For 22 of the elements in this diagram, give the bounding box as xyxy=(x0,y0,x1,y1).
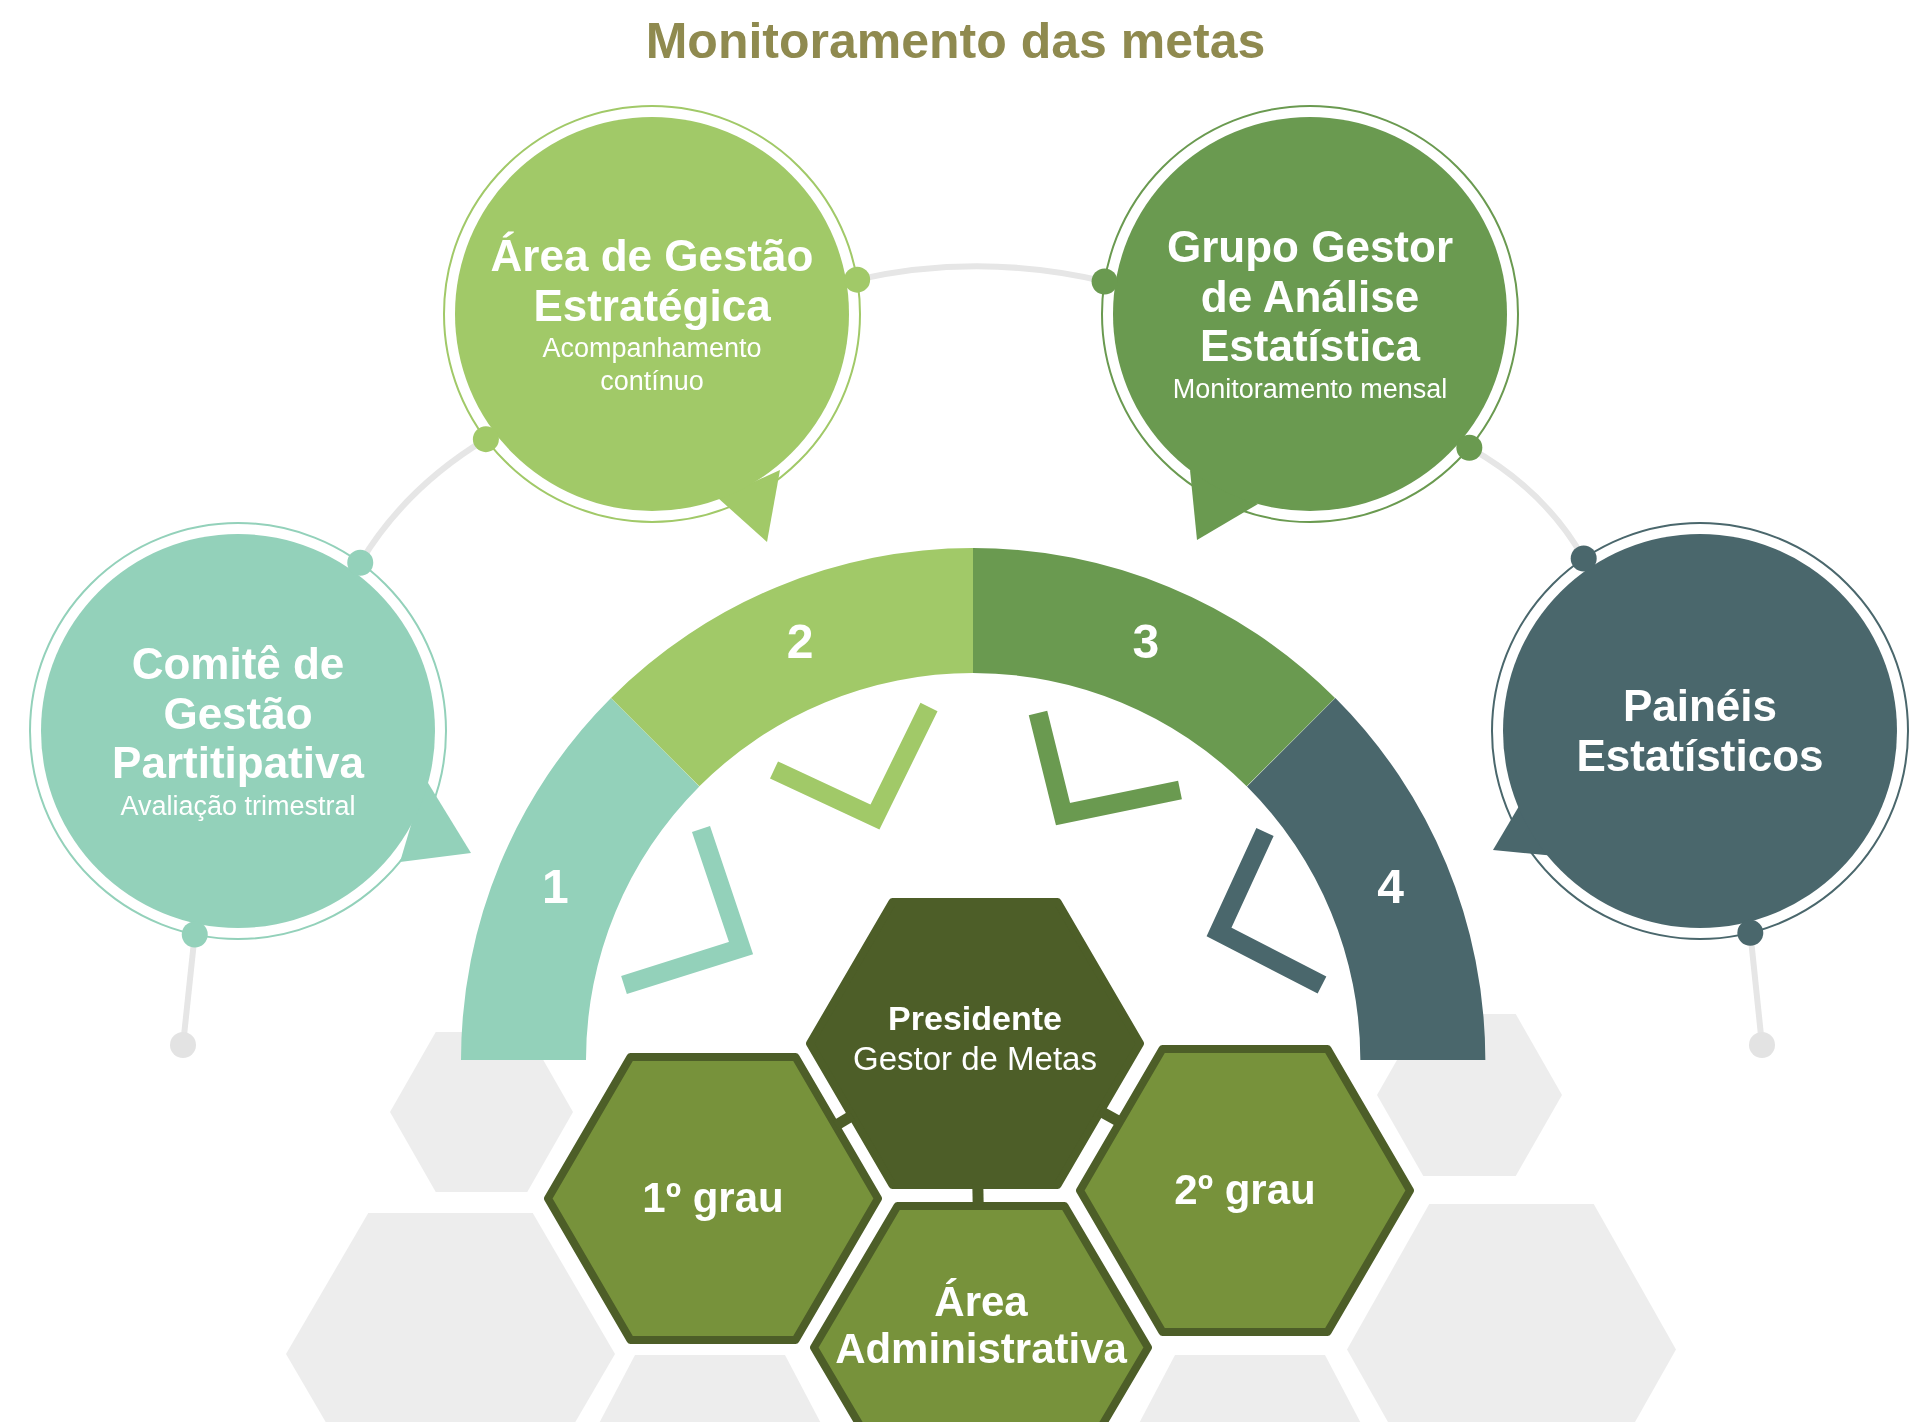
diagram-title: Monitoramento das metas xyxy=(645,14,1266,69)
bubble-subtitle: Avaliação trimestral xyxy=(120,790,356,823)
step-number: 1 xyxy=(542,863,569,911)
connector-line xyxy=(347,426,499,576)
bubble-heading: Painéis Estatísticos xyxy=(1575,681,1825,781)
bubble-heading: Área de Gestão Estratégica xyxy=(489,230,815,331)
step-number: 3 xyxy=(1132,618,1160,667)
hexagon-title: Presidente xyxy=(888,999,1062,1038)
bubble-subtitle: Monitoramento mensal xyxy=(1172,373,1448,406)
connector-line xyxy=(1456,434,1597,572)
hexagon-title: Área Administrativa xyxy=(834,1277,1128,1373)
connector-line xyxy=(1737,919,1775,1058)
connector-line xyxy=(170,921,208,1058)
bubble-heading: Grupo Gestor de Análise Estatística xyxy=(1166,222,1454,372)
bubble-subtitle: Acompanhamento contínuo xyxy=(541,332,763,398)
bubble-heading: Comitê de Gestão Partitipativa xyxy=(111,639,366,789)
hexagon-title: 2º grau xyxy=(1174,1166,1316,1214)
hexagon-title: 1º grau xyxy=(642,1174,784,1222)
step-number: 4 xyxy=(1377,863,1404,911)
hexagon-subtitle: Gestor de Metas xyxy=(853,1039,1097,1079)
connector-line xyxy=(844,263,1118,295)
step-number: 2 xyxy=(786,618,814,667)
